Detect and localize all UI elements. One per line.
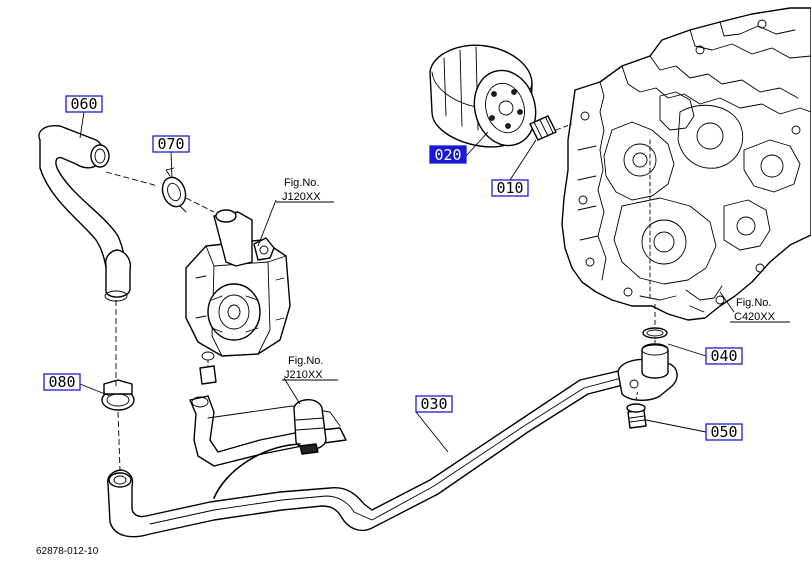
callout-030[interactable]: 030: [415, 395, 453, 413]
o-ring[interactable]: [642, 327, 668, 339]
fig-ref-tube-line1: Fig.No.: [288, 355, 323, 367]
fig-ref-pump[interactable]: Fig.No. J120XX: [276, 177, 334, 203]
hydraulic-pump: [185, 209, 291, 385]
return-tube-ref: [189, 395, 347, 467]
transmission-housing: [561, 7, 811, 321]
callout-020-label: 020: [434, 146, 461, 164]
fig-ref-housing-line1: Fig.No.: [736, 297, 771, 309]
callout-070-label: 070: [157, 135, 184, 153]
suction-pipe[interactable]: [107, 365, 651, 538]
callout-080[interactable]: 080: [43, 373, 81, 391]
callout-020[interactable]: 020: [429, 145, 467, 164]
callout-010[interactable]: 010: [491, 179, 529, 197]
fig-ref-pump-line1: Fig.No.: [284, 177, 319, 189]
hose-clamp-upper[interactable]: [159, 167, 190, 213]
callout-030-label: 030: [420, 395, 447, 413]
callout-040-label: 040: [710, 347, 737, 365]
callout-050[interactable]: 050: [705, 423, 743, 441]
oil-filter[interactable]: [429, 44, 544, 152]
assembly-lines: [105, 171, 656, 499]
suction-hose[interactable]: [38, 125, 132, 302]
callout-080-label: 080: [48, 373, 75, 391]
fig-ref-housing-line2: C420XX: [734, 311, 776, 323]
fig-ref-housing[interactable]: Fig.No. C420XX: [730, 297, 790, 323]
hose-clamp-lower[interactable]: [101, 379, 135, 411]
callout-leaders: [79, 111, 735, 453]
flange-bolt[interactable]: [626, 403, 647, 429]
pipe-flange: [617, 343, 678, 401]
callout-060[interactable]: 060: [65, 95, 103, 113]
fig-ref-pump-line2: J120XX: [282, 191, 321, 203]
fig-ref-tube[interactable]: Fig.No. J210XX: [282, 355, 338, 381]
filter-nipple[interactable]: [529, 115, 573, 141]
callout-050-label: 050: [710, 423, 737, 441]
callout-070[interactable]: 070: [152, 135, 190, 153]
drawing-code: 62878-012-10: [36, 546, 99, 557]
callout-060-label: 060: [70, 95, 97, 113]
callout-040[interactable]: 040: [705, 347, 743, 365]
fig-ref-tube-line2: J210XX: [284, 369, 323, 381]
callout-010-label: 010: [496, 179, 523, 197]
